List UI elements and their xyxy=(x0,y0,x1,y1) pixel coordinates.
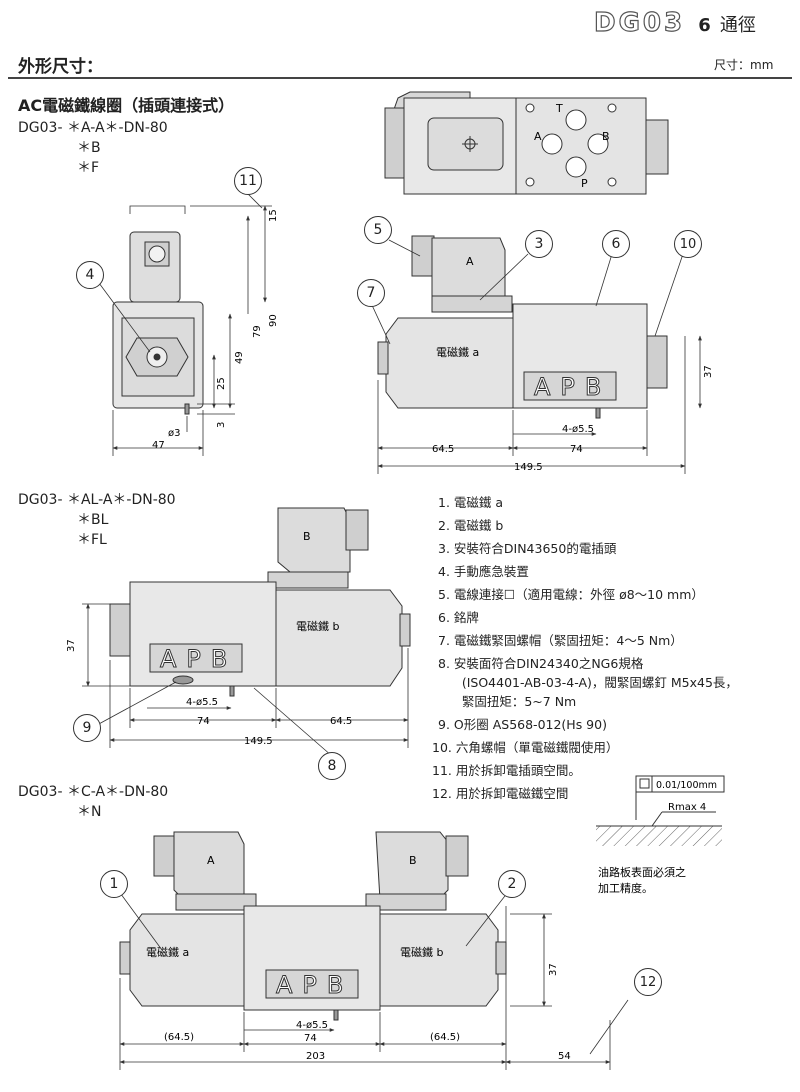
section1-code-1: DG03- ＊A-A＊-DN-80 xyxy=(18,120,168,136)
roughness-value: Rmax 4 xyxy=(668,802,706,813)
callout-10: 10 xyxy=(674,230,702,258)
dim-phi3: ø3 xyxy=(168,428,180,439)
section-title: 外形尺寸： xyxy=(18,57,103,77)
dim-203: 203 xyxy=(306,1051,325,1062)
dim-64-5-a: 64.5 xyxy=(432,444,454,455)
top-view xyxy=(384,91,669,195)
section1-code-2: ＊B xyxy=(77,140,101,156)
dim-37-b: 37 xyxy=(66,639,77,652)
note-8b: (ISO4401-AB-03-4-A)，閥緊固螺釘 M5x45長， xyxy=(438,675,738,690)
port-B-top: B xyxy=(602,130,610,143)
section2-code-3: ＊FL xyxy=(77,532,107,548)
front-dims xyxy=(112,205,272,456)
port-T: T xyxy=(555,102,563,115)
callout-7: 7 xyxy=(357,279,385,307)
callout-1: 1 xyxy=(100,870,128,898)
section3-code-2: ＊N xyxy=(77,804,102,820)
dim-74-c: 74 xyxy=(304,1033,317,1044)
brand-2: APB xyxy=(160,645,237,673)
flatness-value: 0.01/100mm xyxy=(656,780,717,791)
dim-3: 3 xyxy=(216,422,227,428)
coil-B-2: B xyxy=(303,530,311,543)
model-name: DG03 xyxy=(593,7,686,38)
note-2: 2. 電磁鐵 b xyxy=(438,518,504,533)
coil-b-label-3: 電磁鐵 b xyxy=(400,945,443,959)
dim-64-5-c: (64.5) xyxy=(164,1032,194,1043)
dim-64-5-d: (64.5) xyxy=(430,1032,460,1043)
header-divider xyxy=(8,77,792,79)
coil-a-label-3: 電磁鐵 a xyxy=(146,945,189,959)
callout-9: 9 xyxy=(73,714,101,742)
coil-a-label-1: 電磁鐵 a xyxy=(436,345,479,359)
callout-3: 3 xyxy=(525,230,553,258)
note-4: 4. 手動應急裝置 xyxy=(438,564,529,579)
brand-1: APB xyxy=(534,373,611,401)
surface-symbol xyxy=(596,775,725,846)
note-3: 3. 安裝符合DIN43650的電插頭 xyxy=(438,541,617,556)
hole-spec-3: 4-ø5.5 xyxy=(296,1020,328,1031)
callout-6: 6 xyxy=(602,230,630,258)
callout-2: 2 xyxy=(498,870,526,898)
dim-25: 25 xyxy=(216,377,227,390)
note-9: 9. O形圈 AS568-012(Hs 90) xyxy=(438,717,607,732)
coil-b-label-2: 電磁鐵 b xyxy=(296,619,339,633)
callout-11: 11 xyxy=(234,167,262,195)
dim-74-b: 74 xyxy=(197,716,210,727)
section1-code-3: ＊F xyxy=(77,160,100,176)
side1-dims xyxy=(377,335,702,474)
dim-54: 54 xyxy=(558,1051,571,1062)
dim-15: 15 xyxy=(268,209,279,222)
coil-A-1: A xyxy=(466,255,474,268)
section3-code-1: DG03- ＊C-A＊-DN-80 xyxy=(18,784,169,800)
callout-leaders xyxy=(96,193,684,951)
side-view-3 xyxy=(119,831,507,1021)
size-number: 6 xyxy=(698,15,711,36)
front-view xyxy=(112,231,204,415)
dim-149-5-a: 149.5 xyxy=(514,462,543,473)
coil-A-3: A xyxy=(207,854,215,867)
note-8c: 緊固扭矩：5~7 Nm xyxy=(438,694,577,709)
side-view-2 xyxy=(109,507,411,697)
dim-64-5-b: 64.5 xyxy=(330,716,352,727)
hole-spec-1: 4-ø5.5 xyxy=(562,424,594,435)
callout-12: 12 xyxy=(634,968,662,996)
dim-37-a: 37 xyxy=(703,365,714,378)
dim-37-c: 37 xyxy=(548,963,559,976)
unit-label: 尺寸：mm xyxy=(714,58,774,72)
dim-79: 79 xyxy=(252,325,263,338)
note-5: 5. 電線連接☐（適用電線：外徑 ø8～10 mm） xyxy=(438,587,704,602)
callout-4: 4 xyxy=(76,261,104,289)
section2-code-1: DG03- ＊AL-A＊-DN-80 xyxy=(18,492,176,508)
dim-49: 49 xyxy=(234,351,245,364)
port-P: P xyxy=(581,177,588,190)
side2-dims xyxy=(82,603,409,748)
note-11: 11. 用於拆卸電插頭空間。 xyxy=(432,763,581,778)
hole-spec-2: 4-ø5.5 xyxy=(186,697,218,708)
model-title: DG03 6 通徑 xyxy=(593,7,756,38)
callout-8: 8 xyxy=(318,752,346,780)
section1-title: AC電磁鐵線圈（插頭連接式） xyxy=(18,96,235,115)
surface-caption-1: 油路板表面必須之 xyxy=(598,865,686,879)
note-6: 6. 銘牌 xyxy=(438,610,479,625)
dim-74-a: 74 xyxy=(570,444,583,455)
section2-code-2: ＊BL xyxy=(77,512,109,528)
dim-47: 47 xyxy=(152,440,165,451)
note-8a: 8. 安裝面符合DIN24340之NG6規格 xyxy=(438,656,644,671)
note-12: 12. 用於拆卸電磁鐵空間 xyxy=(432,786,569,801)
side3-dims xyxy=(119,906,629,1070)
note-7: 7. 電磁鐵緊固螺帽（緊固扭矩：4～5 Nm） xyxy=(438,633,683,648)
note-1: 1. 電磁鐵 a xyxy=(438,495,504,510)
side-view-1 xyxy=(377,235,668,419)
note-10: 10. 六角螺帽（單電磁鐵閥使用） xyxy=(432,740,619,755)
port-A-top: A xyxy=(534,130,542,143)
size-word: 通徑 xyxy=(719,15,756,36)
coil-B-3: B xyxy=(409,854,417,867)
dim-90: 90 xyxy=(268,314,279,327)
dim-149-5-b: 149.5 xyxy=(244,736,273,747)
callout-5: 5 xyxy=(364,216,392,244)
surface-caption-2: 加工精度。 xyxy=(598,881,653,895)
brand-3: APB xyxy=(276,971,353,999)
